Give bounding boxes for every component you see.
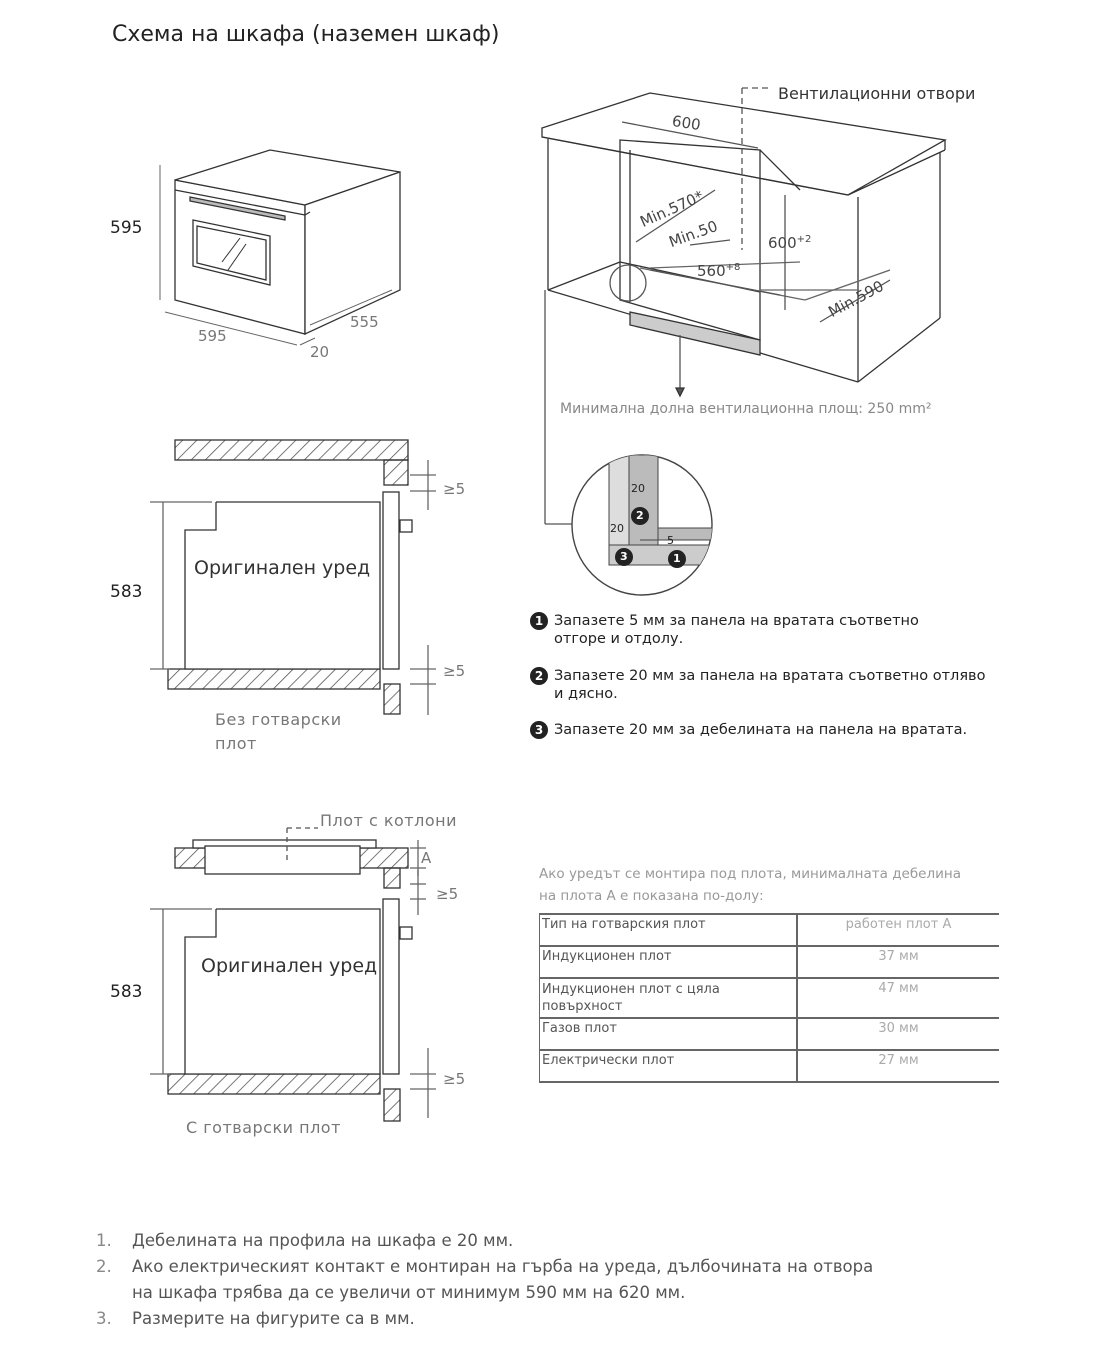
oven-front-dim: 20 [310,343,330,361]
note-3-number: 3 [530,721,548,739]
footnote-3-text: Размерите на фигурите са в мм. [132,1309,415,1328]
detail-marker-3: 3 [620,550,628,563]
table-row: Индукционен плот 37 мм [539,945,999,979]
cabinet-height-value: 600 [768,234,797,252]
table-cell-type: Електрически плот [539,1049,798,1083]
detail-20-left: 20 [610,522,624,535]
table-cell-value: 47 мм [797,977,999,1019]
table-header-worktop: работен плот A [797,913,999,947]
with-hob-height-dim: 583 [110,982,143,1002]
footnote-1: 1. Дебелината на профила на шкафа е 20 мм… [96,1228,916,1254]
without-hob-gap-top: ≥5 [443,480,466,498]
footnote-2-text: Ако електрическият контакт е монтиран на… [132,1257,874,1302]
with-hob-gap-bottom: ≥5 [443,1070,466,1088]
table-cell-value: 27 мм [797,1049,999,1083]
oven-depth-dim: 555 [350,313,379,331]
with-hob-caption: С готварски плот [186,1118,341,1137]
footnote-3: 3. Размерите на фигурите са в мм. [96,1306,916,1332]
table-cell-value: 30 мм [797,1017,999,1051]
worktop-thickness-table: Тип на готварския плот работен плот A Ин… [539,913,999,1083]
note-1-line2: отгоре и отдолу. [554,631,684,647]
bottom-vent-area-label: Минимална долна вентилационна площ: 250 … [560,401,932,417]
note-2-line2: и дясно. [554,686,618,702]
footnotes: 1. Дебелината на профила на шкафа е 20 мм… [96,1228,916,1332]
footnote-2: 2. Ако електрическият контакт е монтиран … [96,1254,916,1306]
oven-height-dim: 595 [110,218,143,238]
with-hob-appliance-label: Оригинален уред [201,955,378,977]
footnote-2-number: 2. [96,1257,112,1276]
without-hob-caption-line2: плот [215,734,257,753]
cabinet-inner-width-value: 560 [697,262,726,280]
note-3: 3 Запазете 20 мм за дебелината на панела … [530,721,967,739]
table-cell-type: Индукционен плот [539,945,798,979]
cabinet-height-tolerance: +2 [796,234,812,245]
detail-marker-2: 2 [636,509,644,522]
cabinet-height-dim: 600+2 [768,234,811,252]
footnote-1-text: Дебелината на профила на шкафа е 20 мм. [132,1231,514,1250]
table-row: Газов плот 30 мм [539,1017,999,1051]
page-title: Схема на шкафа (наземен шкаф) [112,22,500,47]
table-header-type: Тип на готварския плот [539,913,798,947]
hob-label: Плот с котлони [320,811,457,830]
with-hob-gap-top: ≥5 [436,885,459,903]
detail-5: 5 [667,534,674,547]
table-row: Електрически плот 27 мм [539,1049,999,1083]
table-intro: Ако уредът се монтира под плота, минимал… [539,863,961,907]
without-hob-gap-bottom: ≥5 [443,662,466,680]
without-hob-caption-line1: Без готварски [215,710,342,729]
without-hob-height-dim: 583 [110,582,143,602]
without-hob-appliance-label: Оригинален уред [194,557,371,579]
note-1: 1 Запазете 5 мм за панела на вратата съот… [530,612,919,648]
detail-marker-1: 1 [673,552,681,565]
cabinet-inner-width-dim: 560+8 [697,262,740,280]
note-2: 2 Запазете 20 мм за панела на вратата съо… [530,667,985,703]
table-intro-line1: Ако уредът се монтира под плота, минимал… [539,866,961,882]
detail-20-top: 20 [631,482,645,495]
table-header-row: Тип на готварския плот работен плот A [539,913,999,947]
table-row: Индукционен плот с цяла повърхност 47 мм [539,977,999,1019]
note-1-line1: Запазете 5 мм за панела на вратата съотв… [554,613,919,629]
table-cell-type: Газов плот [539,1017,798,1051]
cabinet-inner-width-tolerance: +8 [725,262,741,273]
note-1-number: 1 [530,612,548,630]
vent-openings-label: Вентилационни отвори [778,84,976,103]
table-intro-line2: на плота A е показана по-долу: [539,888,764,904]
table-cell-type: Индукционен плот с цяла повърхност [539,977,798,1019]
note-3-line1: Запазете 20 мм за дебелината на панела н… [554,722,968,738]
table-cell-value: 37 мм [797,945,999,979]
oven-width-dim: 595 [198,327,227,345]
worktop-a-label: A [421,849,432,867]
note-2-line1: Запазете 20 мм за панела на вратата съот… [554,668,986,684]
footnote-3-number: 3. [96,1309,112,1328]
note-2-number: 2 [530,667,548,685]
footnote-1-number: 1. [96,1231,112,1250]
